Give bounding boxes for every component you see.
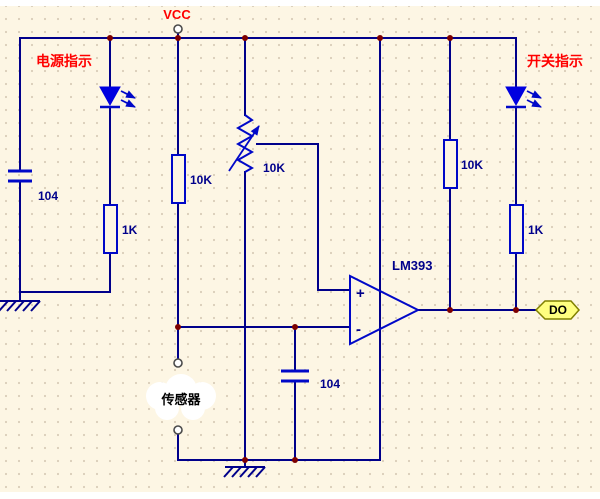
output-port: DO xyxy=(534,300,581,320)
sensor-callout: 传感器 xyxy=(146,374,216,420)
wires xyxy=(19,32,541,467)
rv1-wiper-arrow xyxy=(228,125,260,172)
junction-dot xyxy=(242,35,248,41)
opamp-minus-sign: - xyxy=(356,321,361,338)
junction-dot xyxy=(175,324,181,330)
sensor-terminal-bottom xyxy=(173,425,183,435)
junction-dot xyxy=(513,307,519,313)
junction-dot xyxy=(242,457,248,463)
rv1-zigzag xyxy=(235,114,255,173)
junction-dot xyxy=(447,307,453,313)
led2-emission-arrow-2 xyxy=(526,99,542,108)
led1-triangle xyxy=(99,86,121,107)
vcc-terminal xyxy=(173,24,183,34)
led2-emission-arrow-1 xyxy=(526,90,542,99)
switch-indicator-label: 开关指示 xyxy=(527,53,583,69)
do-port-label: DO xyxy=(549,303,567,317)
comparator-lm393: + - xyxy=(349,274,421,346)
potentiometer-rv1 xyxy=(228,114,260,173)
resistor-r2 xyxy=(103,204,118,254)
junction-dot xyxy=(377,35,383,41)
c1-value: 104 xyxy=(38,189,58,203)
vcc-label: VCC xyxy=(163,7,191,22)
do-port-shape xyxy=(534,300,581,320)
sensor-label: 传感器 xyxy=(160,392,201,407)
wire-wiper-to-plus xyxy=(256,143,351,291)
sensor-terminal-top xyxy=(173,358,183,368)
junction-dot xyxy=(447,35,453,41)
resistor-r3 xyxy=(443,139,458,189)
sensor-cloud xyxy=(155,396,179,420)
c2-value: 104 xyxy=(320,377,340,391)
capacitor-c1 xyxy=(8,169,32,183)
switch-led xyxy=(505,86,542,109)
junction-dot xyxy=(107,35,113,41)
led1-emission-arrow-2 xyxy=(120,99,136,108)
power-indicator-label: 电源指示 xyxy=(36,53,92,69)
junction-dots xyxy=(107,35,519,463)
opamp-triangle xyxy=(349,274,421,346)
r1-value: 10K xyxy=(190,173,212,187)
rv1-value: 10K xyxy=(263,161,285,175)
r4-value: 1K xyxy=(528,223,544,237)
resistor-r4 xyxy=(509,204,524,254)
capacitor-c2 xyxy=(281,369,309,383)
r2-value: 1K xyxy=(122,223,138,237)
opamp-plus-sign: + xyxy=(356,285,365,302)
comparator-name: LM393 xyxy=(392,258,432,273)
resistor-r1 xyxy=(171,154,186,204)
junction-dot xyxy=(292,324,298,330)
led2-triangle xyxy=(505,86,527,107)
power-led xyxy=(99,86,136,109)
junction-dot xyxy=(292,457,298,463)
led1-emission-arrow-1 xyxy=(120,90,136,99)
sensor-cloud xyxy=(181,396,205,420)
r3-value: 10K xyxy=(461,158,483,172)
junction-dot xyxy=(175,35,181,41)
